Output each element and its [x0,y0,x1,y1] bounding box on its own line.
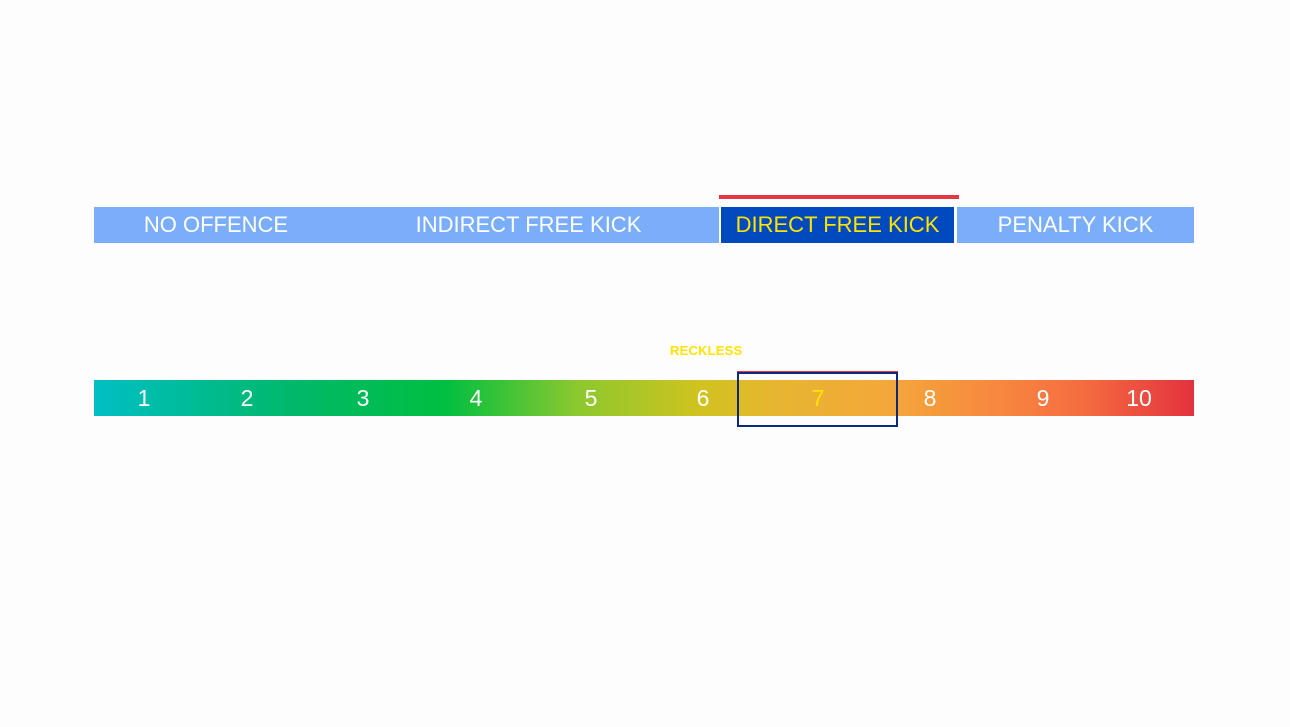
scale-selection-box [737,372,898,427]
severity-scale: 1 2 3 4 5 6 7 8 9 10 [94,380,1194,416]
scale-tick-5[interactable]: 5 [584,385,598,411]
scale-tick-2[interactable]: 2 [240,385,254,411]
sanction-indirect-free-kick[interactable]: INDIRECT FREE KICK [338,207,719,243]
severity-category-label: RECKLESS [670,343,743,358]
scale-tick-4[interactable]: 4 [469,385,483,411]
sanction-indicator-line [719,195,959,199]
scale-tick-1[interactable]: 1 [137,385,151,411]
scale-tick-6[interactable]: 6 [696,385,710,411]
scale-tick-3[interactable]: 3 [356,385,370,411]
sanction-direct-free-kick[interactable]: DIRECT FREE KICK [721,207,954,243]
scale-tick-10[interactable]: 10 [1126,385,1152,411]
scale-tick-7[interactable]: 7 [811,385,825,411]
scale-tick-8[interactable]: 8 [923,385,937,411]
sanction-bar: NO OFFENCE INDIRECT FREE KICK DIRECT FRE… [94,207,1194,243]
scale-tick-9[interactable]: 9 [1036,385,1050,411]
sanction-no-offence[interactable]: NO OFFENCE [94,207,338,243]
sanction-penalty-kick[interactable]: PENALTY KICK [957,207,1194,243]
